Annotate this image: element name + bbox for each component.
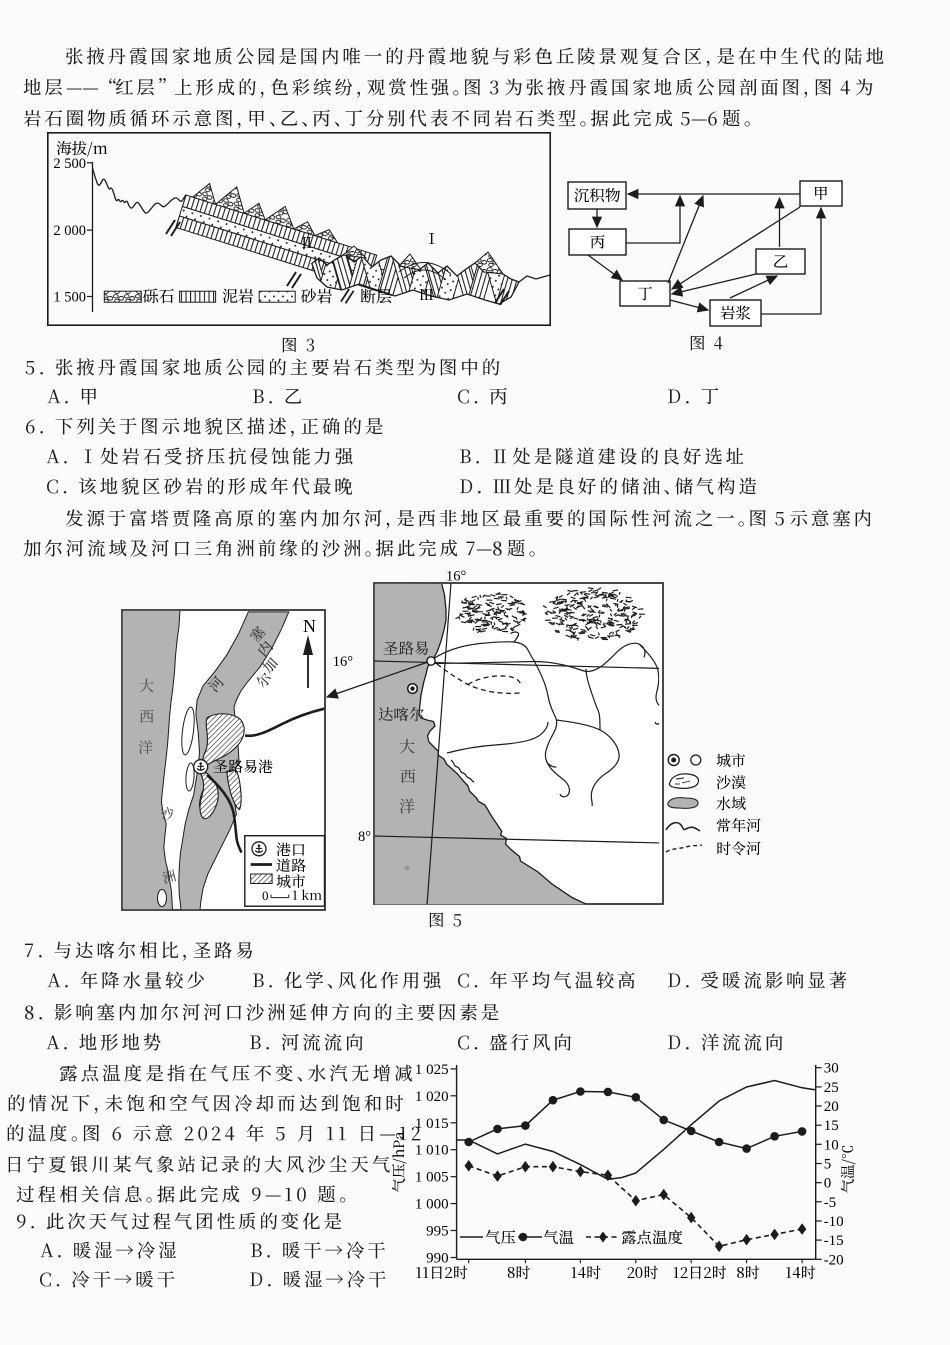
svg-text:8°: 8° bbox=[358, 829, 371, 845]
svg-text:港口: 港口 bbox=[276, 839, 306, 860]
svg-text:14时: 14时 bbox=[571, 1262, 602, 1283]
svg-text:16°: 16° bbox=[446, 569, 467, 585]
svg-text:15: 15 bbox=[824, 1118, 839, 1134]
svg-text:泥岩: 泥岩 bbox=[222, 284, 254, 307]
svg-text:12日2时: 12日2时 bbox=[673, 1262, 728, 1283]
svg-text:-5: -5 bbox=[824, 1195, 837, 1211]
svg-text:水域: 水域 bbox=[716, 793, 746, 814]
svg-text:丁: 丁 bbox=[637, 282, 653, 304]
svg-text:海拔/m: 海拔/m bbox=[56, 137, 108, 159]
svg-text:1 000: 1 000 bbox=[415, 1197, 449, 1213]
svg-text:气压: 气压 bbox=[485, 1226, 516, 1248]
svg-text:西: 西 bbox=[400, 764, 416, 787]
svg-text:洋: 洋 bbox=[138, 737, 153, 758]
svg-text:气压/hPa: 气压/hPa bbox=[390, 1130, 409, 1192]
svg-text:露点温度: 露点温度 bbox=[621, 1226, 683, 1248]
svg-text:甲: 甲 bbox=[813, 182, 829, 204]
svg-text:Ⅱ: Ⅱ bbox=[299, 232, 314, 253]
svg-text:-15: -15 bbox=[824, 1233, 844, 1249]
svg-text:1 010: 1 010 bbox=[415, 1143, 449, 1159]
svg-text:20: 20 bbox=[824, 1099, 839, 1115]
svg-text:N: N bbox=[303, 616, 316, 636]
svg-text:城市: 城市 bbox=[716, 750, 746, 771]
svg-text:达喀尔: 达喀尔 bbox=[378, 703, 425, 725]
svg-text:Ⅲ: Ⅲ bbox=[419, 284, 434, 305]
svg-text:2 000: 2 000 bbox=[53, 223, 86, 239]
svg-text:25: 25 bbox=[824, 1080, 839, 1096]
svg-text:气温/℃: 气温/℃ bbox=[837, 1145, 858, 1194]
svg-text:20时: 20时 bbox=[626, 1262, 659, 1283]
svg-text:1 km: 1 km bbox=[292, 885, 322, 904]
svg-text:丙: 丙 bbox=[590, 231, 606, 253]
svg-text:8时: 8时 bbox=[507, 1262, 531, 1283]
svg-text:大: 大 bbox=[139, 675, 154, 696]
svg-text:1 020: 1 020 bbox=[415, 1089, 449, 1105]
svg-text:10: 10 bbox=[824, 1137, 839, 1153]
svg-text:圣路易: 圣路易 bbox=[383, 637, 430, 659]
svg-text:时令河: 时令河 bbox=[716, 838, 761, 859]
svg-text:14时: 14时 bbox=[785, 1262, 816, 1283]
svg-text:大: 大 bbox=[399, 734, 415, 757]
svg-text:0: 0 bbox=[262, 888, 269, 903]
svg-text:断层: 断层 bbox=[360, 284, 392, 307]
svg-text:-20: -20 bbox=[824, 1252, 844, 1268]
svg-text:气温: 气温 bbox=[543, 1226, 574, 1248]
svg-text:沙漠: 沙漠 bbox=[716, 772, 746, 793]
svg-text:道路: 道路 bbox=[276, 855, 306, 876]
svg-text:1 025: 1 025 bbox=[415, 1062, 449, 1078]
svg-text:洋: 洋 bbox=[399, 794, 415, 817]
svg-text:沉积物: 沉积物 bbox=[574, 184, 621, 206]
svg-text:990: 990 bbox=[426, 1251, 449, 1267]
svg-text:1 015: 1 015 bbox=[415, 1116, 449, 1132]
svg-text:Ⅰ: Ⅰ bbox=[424, 228, 439, 249]
svg-text:乙: 乙 bbox=[773, 250, 789, 272]
svg-text:岩浆: 岩浆 bbox=[720, 302, 752, 324]
svg-text:0: 0 bbox=[824, 1176, 832, 1192]
svg-text:1 005: 1 005 bbox=[415, 1170, 449, 1186]
svg-text:常年河: 常年河 bbox=[716, 815, 761, 836]
svg-text:城市: 城市 bbox=[276, 871, 306, 892]
svg-text:-10: -10 bbox=[824, 1214, 844, 1230]
svg-text:30: 30 bbox=[824, 1061, 839, 1077]
svg-text:砂岩: 砂岩 bbox=[301, 284, 333, 307]
svg-text:8时: 8时 bbox=[736, 1262, 760, 1283]
svg-text:995: 995 bbox=[426, 1224, 449, 1240]
svg-text:洲: 洲 bbox=[160, 864, 178, 887]
svg-text:1 500: 1 500 bbox=[53, 290, 86, 306]
svg-text:16°: 16° bbox=[333, 654, 354, 670]
svg-text:5: 5 bbox=[824, 1157, 832, 1173]
svg-text:砾石: 砾石 bbox=[143, 284, 175, 307]
svg-text:圣路易港: 圣路易港 bbox=[213, 756, 273, 777]
svg-text:2 500: 2 500 bbox=[53, 156, 86, 172]
svg-text:西: 西 bbox=[139, 706, 154, 727]
svg-text:11日2时: 11日2时 bbox=[415, 1262, 469, 1283]
svg-text:沙: 沙 bbox=[158, 801, 177, 824]
